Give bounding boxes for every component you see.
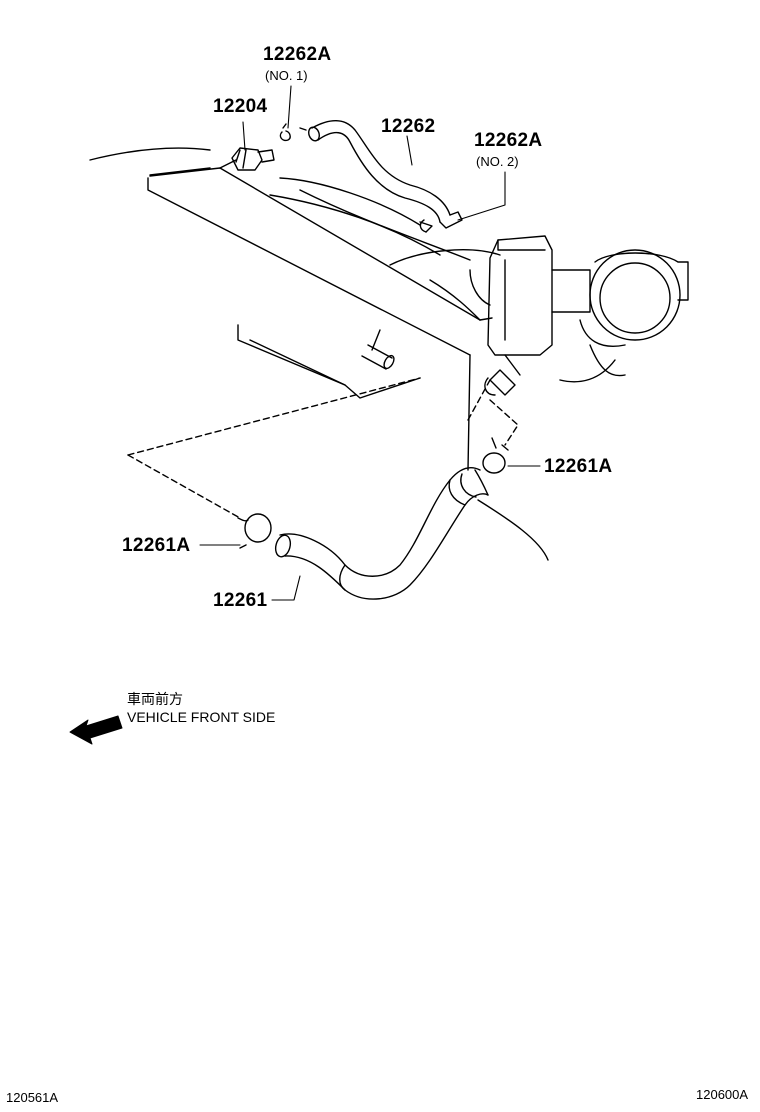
clip-12262A-no1 [279, 123, 291, 142]
footer-code-left: 120561A [6, 1090, 59, 1105]
clip-12262A-no2 [419, 219, 433, 233]
hose-12262 [299, 120, 463, 229]
part-sublabel-no1: (NO. 1) [265, 68, 308, 83]
part-label-12262A-no2: 12262A [474, 130, 543, 151]
dashed-connection-lines [127, 377, 519, 519]
clamp-12261A-left-part [237, 513, 272, 549]
engine-outline [89, 147, 626, 561]
clamp-12261A-right-part [482, 437, 509, 474]
direction-label-en: VEHICLE FRONT SIDE [127, 709, 276, 725]
valve-body [484, 235, 689, 396]
direction-label-jp: 車両前方 [127, 691, 183, 707]
part-label-12262: 12262 [381, 116, 436, 137]
footer-code-right: 120600A [696, 1087, 749, 1102]
part-label-12204: 12204 [213, 96, 268, 117]
part-sublabel-no2: (NO. 2) [476, 154, 519, 169]
connector-pipe [361, 344, 395, 370]
pcv-valve-part [231, 147, 275, 171]
arrow-left-icon [69, 715, 123, 745]
part-label-12261A-left: 12261A [122, 535, 191, 556]
leader-lines [199, 85, 541, 601]
part-label-12262A-no1: 12262A [263, 44, 332, 65]
hose-12261 [274, 467, 489, 600]
part-label-12261: 12261 [213, 590, 268, 611]
part-label-12261A-right: 12261A [544, 456, 613, 477]
